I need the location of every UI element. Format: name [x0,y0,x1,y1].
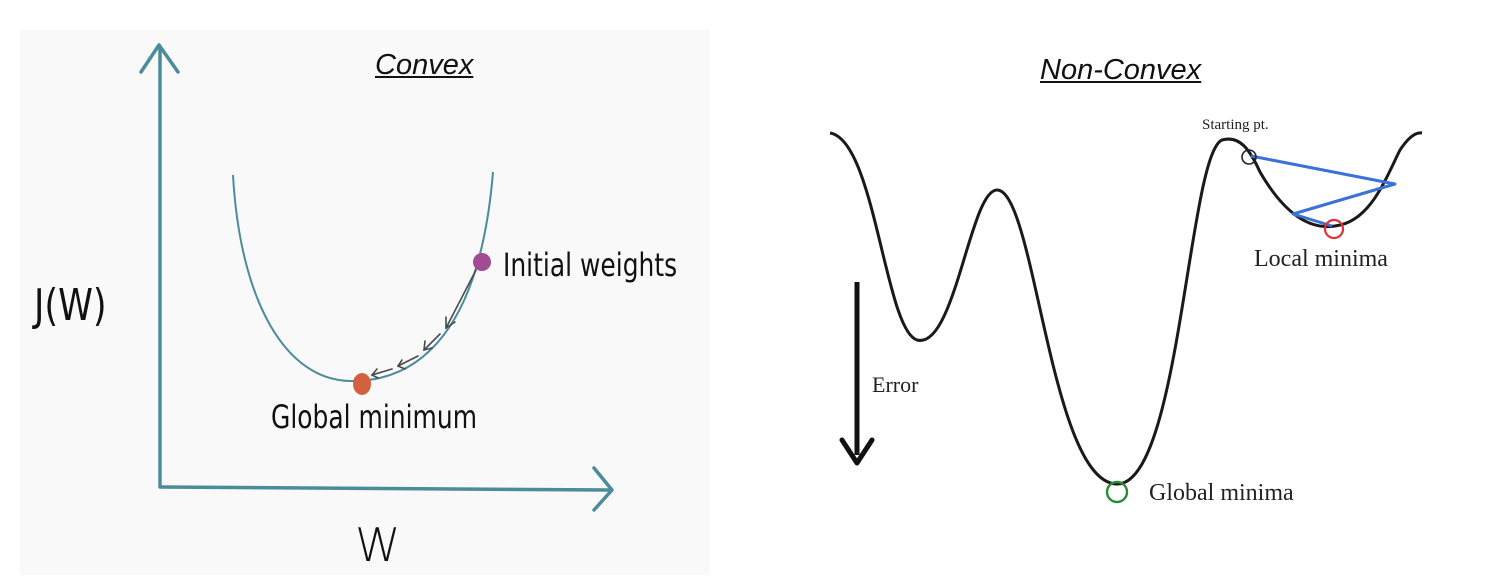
global-minimum-point [353,373,371,395]
descent-step-2 [423,333,441,351]
descent-step-1 [445,269,477,329]
descent-step-4-arrowhead [370,368,379,379]
starting-point-label: Starting pt. [1202,117,1269,133]
global-minimum-label: Global minimum [271,398,478,436]
global-minima-label: Global minima [1149,480,1294,506]
convex-title: Convex [375,49,474,81]
non-convex-title: Non-Convex [1040,54,1202,86]
non-convex-loss-curve [829,131,1423,486]
local-minima-label: Local minima [1254,246,1388,272]
starting-point-marker [1241,149,1257,165]
convex-y-axis-label: J(W) [34,280,107,331]
convex-x-axis-arrowhead [592,466,614,512]
convex-y-axis-arrowhead [139,43,180,74]
convex-x-axis [158,485,612,492]
error-arrow-head [839,437,875,466]
descent-step-4 [371,368,393,376]
descent-step-1-arrowhead [445,316,456,330]
convex-panel-background [20,30,710,575]
bouncing-descent-path [1250,154,1397,228]
convex-loss-curve [232,171,494,383]
descent-step-3-arrowhead [396,359,406,370]
error-label: Error [872,372,919,397]
local-minima-marker [1323,218,1345,240]
global-minima-marker [1105,480,1129,504]
descent-step-2-arrowhead [423,340,433,352]
descent-step-3 [397,355,419,367]
initial-weights-label: Initial weights [503,246,678,284]
convex-x-axis-label: W [355,518,401,572]
initial-weights-point [473,253,491,271]
